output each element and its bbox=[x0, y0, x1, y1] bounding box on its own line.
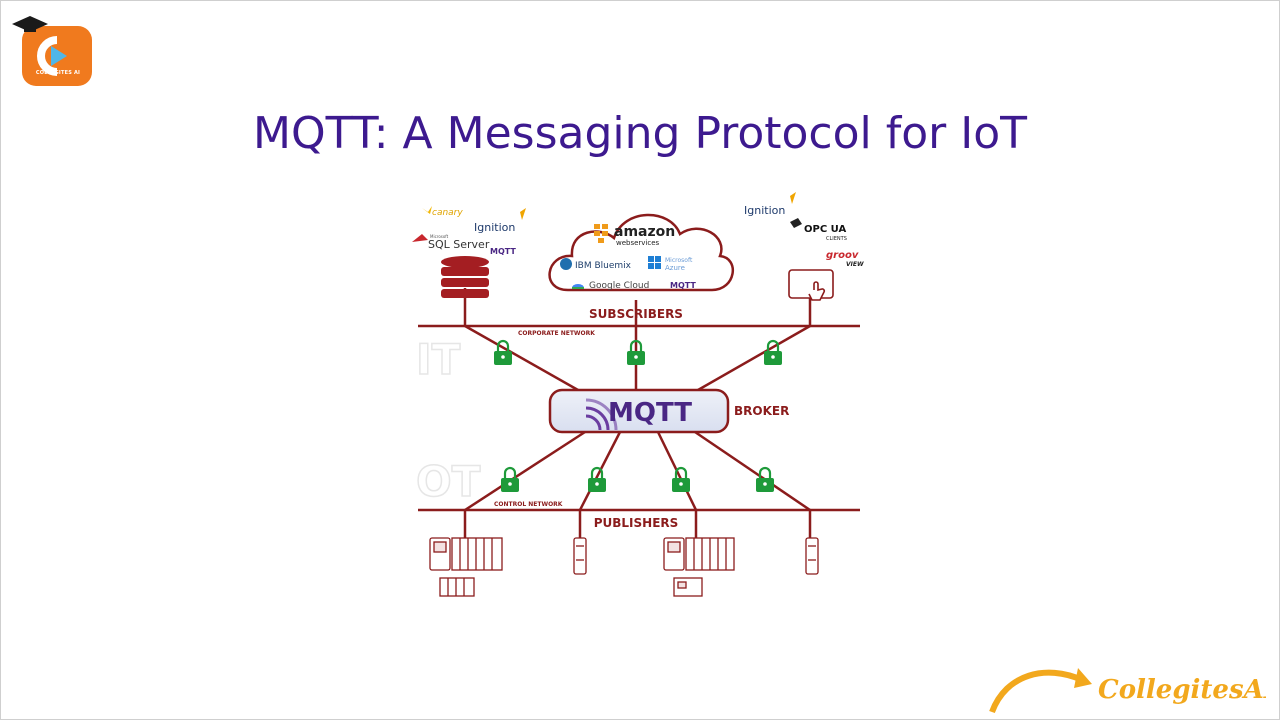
azure-logo: Microsoft Azure bbox=[648, 256, 693, 272]
lock-icon bbox=[764, 339, 782, 365]
ibm-bluemix-logo: IBM Bluemix bbox=[560, 258, 632, 271]
svg-text:webservices: webservices bbox=[616, 239, 660, 247]
svg-text:Google Cloud: Google Cloud bbox=[589, 281, 649, 291]
svg-text:groov: groov bbox=[826, 250, 859, 261]
svg-text:Azure: Azure bbox=[665, 264, 685, 272]
svg-text:MQTT: MQTT bbox=[670, 281, 696, 290]
lock-icon bbox=[672, 466, 690, 492]
svg-text:SQL Server: SQL Server bbox=[428, 238, 490, 251]
lock-icon bbox=[588, 466, 606, 492]
logo-c-shape bbox=[37, 36, 58, 76]
svg-text:Ignition: Ignition bbox=[744, 204, 785, 217]
plc-rack-device bbox=[429, 537, 503, 597]
graduation-cap-icon bbox=[12, 16, 48, 32]
svg-text:MQTT: MQTT bbox=[490, 247, 516, 256]
mqtt-small-logo-cloud: MQTT bbox=[670, 281, 696, 290]
svg-text:VIEW: VIEW bbox=[846, 261, 864, 268]
google-cloud-logo: Google Cloud bbox=[572, 281, 649, 291]
mqtt-logo-text: MQTT bbox=[608, 398, 692, 428]
svg-text:OPC UA: OPC UA bbox=[804, 224, 846, 235]
io-module-device bbox=[573, 537, 587, 575]
slide-title: MQTT: A Messaging Protocol for IoT bbox=[253, 108, 1027, 159]
channel-logo-text: COLLEGITES AI bbox=[35, 70, 81, 76]
mqtt-signal-icon bbox=[585, 398, 618, 431]
channel-logo bbox=[12, 16, 92, 86]
arrow-icon bbox=[989, 669, 1084, 714]
play-icon bbox=[51, 46, 67, 66]
svg-text:Microsoft: Microsoft bbox=[665, 257, 693, 264]
lock-icon bbox=[494, 339, 512, 365]
mqtt-small-logo-left: MQTT bbox=[490, 247, 516, 256]
ignition-logo-right: Ignition bbox=[744, 192, 796, 217]
mqtt-architecture-diagram: IT OT SUBSCRIBERS CORPORATE NETWORK MQTT… bbox=[412, 192, 864, 597]
io-module-device bbox=[805, 537, 819, 575]
sql-server-logo: Microsoft SQL Server bbox=[412, 234, 490, 251]
subscribers-label: SUBSCRIBERS bbox=[589, 307, 683, 321]
svg-text:Ignition: Ignition bbox=[474, 221, 515, 234]
lock-icon bbox=[501, 466, 519, 492]
svg-text:amazon: amazon bbox=[614, 224, 675, 240]
svg-text:CLIENTS: CLIENTS bbox=[826, 236, 847, 242]
control-network-label: CONTROL NETWORK bbox=[494, 501, 563, 508]
opc-ua-logo: OPC UA CLIENTS bbox=[790, 218, 847, 242]
lock-icon bbox=[756, 466, 774, 492]
plc-rack-device bbox=[663, 537, 735, 597]
svg-text:Microsoft: Microsoft bbox=[430, 234, 449, 239]
aws-logo: amazon webservices bbox=[594, 224, 675, 247]
svg-text:IBM Bluemix: IBM Bluemix bbox=[575, 261, 632, 271]
database-icon bbox=[441, 256, 489, 298]
ignition-logo-left: Ignition bbox=[474, 208, 526, 234]
svg-text:canary: canary bbox=[432, 208, 463, 218]
tablet-icon bbox=[788, 269, 834, 301]
corporate-network-label: CORPORATE NETWORK bbox=[518, 330, 595, 337]
canary-logo: canary bbox=[422, 206, 463, 218]
publishers-label: PUBLISHERS bbox=[594, 516, 679, 530]
brand-text: CollegitesAI bbox=[1098, 675, 1266, 705]
collegitesai-watermark: CollegitesAI bbox=[989, 668, 1266, 714]
groov-view-logo: groov VIEW bbox=[826, 250, 864, 268]
broker-label: BROKER bbox=[734, 404, 789, 418]
it-label: IT bbox=[416, 335, 461, 384]
ot-label: OT bbox=[416, 457, 481, 506]
lock-icon bbox=[627, 339, 645, 365]
